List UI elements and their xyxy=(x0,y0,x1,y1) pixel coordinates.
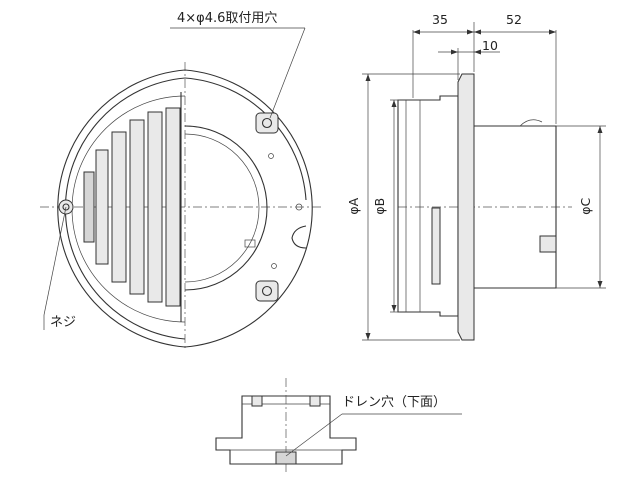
screw-leader xyxy=(43,206,67,316)
dim-diameter-a: φA xyxy=(346,197,362,215)
pipe-clip xyxy=(539,235,557,253)
duct-opening xyxy=(184,125,268,291)
bottom-outline xyxy=(215,395,357,465)
mounting-hole-lower xyxy=(255,280,279,302)
mounting-hole-note: 4×φ4.6取付用穴 xyxy=(177,11,278,26)
tab-slot xyxy=(244,239,256,248)
flange-inner-edge xyxy=(184,77,307,201)
mounting-hole-upper xyxy=(255,112,279,134)
depth-dimensions xyxy=(412,22,557,124)
hood-body-profile xyxy=(397,95,459,317)
duct-pipe xyxy=(474,125,557,289)
flange-outer-edge xyxy=(184,69,313,348)
drain-hole-label: ドレン穴（下面） xyxy=(342,395,447,410)
pipe-latch xyxy=(519,119,543,127)
small-hole-2 xyxy=(295,203,303,211)
duct-opening-inner xyxy=(184,133,260,283)
flange-profile xyxy=(457,73,475,341)
diameter-dimensions xyxy=(362,73,606,341)
bottom-clip-left xyxy=(251,395,263,407)
flange-notch xyxy=(291,225,307,249)
bottom-clip-right xyxy=(309,395,321,407)
side-view xyxy=(397,73,572,341)
small-hole-3 xyxy=(271,263,277,269)
dim-flange-10: 10 xyxy=(482,38,498,53)
inner-baffle xyxy=(431,207,441,285)
dim-depth-35: 35 xyxy=(432,12,448,27)
dim-diameter-b: φB xyxy=(372,197,388,215)
louver-slats xyxy=(83,107,181,307)
small-hole-1 xyxy=(268,153,274,159)
dim-depth-52: 52 xyxy=(506,12,522,27)
bottom-view xyxy=(215,378,462,472)
hood-outer-edge xyxy=(57,69,186,348)
front-view xyxy=(40,62,322,350)
flange-arrows xyxy=(451,49,481,55)
hole-note-leader xyxy=(269,27,306,119)
drain-hole-icon xyxy=(275,451,297,465)
screw-label: ネジ xyxy=(50,315,77,330)
drain-leader xyxy=(285,413,343,457)
dim-diameter-c: φC xyxy=(578,197,594,215)
